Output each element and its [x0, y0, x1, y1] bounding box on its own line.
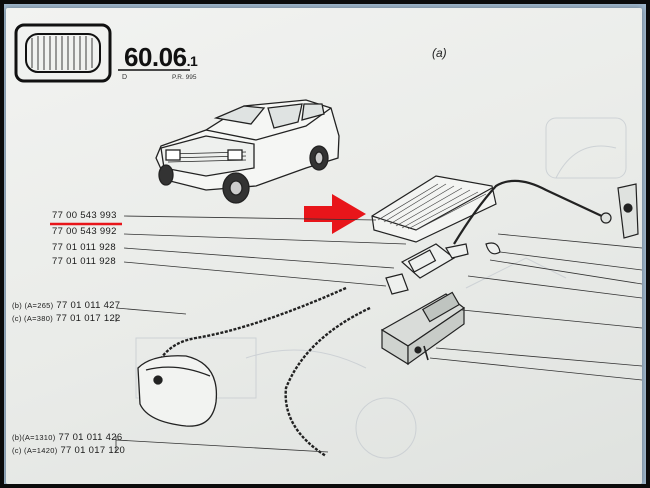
part-code-cover: 77 00 543 993	[52, 210, 117, 221]
part-code-clip-1: 77 01 011 928	[52, 242, 116, 253]
cable-code: 77 01 017 120	[60, 445, 126, 456]
cable-code: 77 01 017 122	[55, 313, 121, 324]
cover-part	[371, 175, 497, 243]
red-arrow-icon	[304, 194, 366, 234]
cable-part-4: (c) (A=1420) 77 01 017 120	[12, 445, 125, 456]
cable-variant: (b) (A=265)	[12, 301, 54, 310]
cable-part-3: (b)(A=1310) 77 01 011 426	[12, 432, 122, 443]
fog-lamp	[137, 355, 218, 427]
reference-code: P.R. 995	[172, 74, 197, 81]
view-label: (a)	[432, 46, 447, 60]
cable-variant: (b)(A=1310)	[12, 433, 56, 442]
parts-drawing	[14, 23, 642, 459]
headlamp-icon	[14, 23, 112, 83]
car-illustration	[155, 99, 340, 204]
cable-code: 77 01 011 426	[58, 432, 123, 443]
part-code-clip-2: 77 01 011 928	[52, 256, 116, 267]
section-number-main: 60.06	[124, 42, 187, 72]
cable-variant: (c) (A=380)	[12, 314, 54, 323]
cable-variant: (c) (A=1420)	[12, 446, 58, 455]
part-code-bracket: 77 00 543 992	[52, 226, 117, 237]
section-number: 60.06.1	[124, 42, 198, 73]
cable-part-1: (b) (A=265) 77 01 011 427	[12, 300, 120, 311]
cable-code: 77 01 011 427	[56, 300, 121, 311]
section-letter: D	[122, 74, 128, 81]
catalog-page: 60.06.1 D P.R. 995 (a) 77 00 543 993 77 …	[6, 8, 642, 484]
section-number-suffix: .1	[186, 53, 198, 69]
cable-part-2: (c) (A=380) 77 01 017 122	[12, 313, 121, 324]
